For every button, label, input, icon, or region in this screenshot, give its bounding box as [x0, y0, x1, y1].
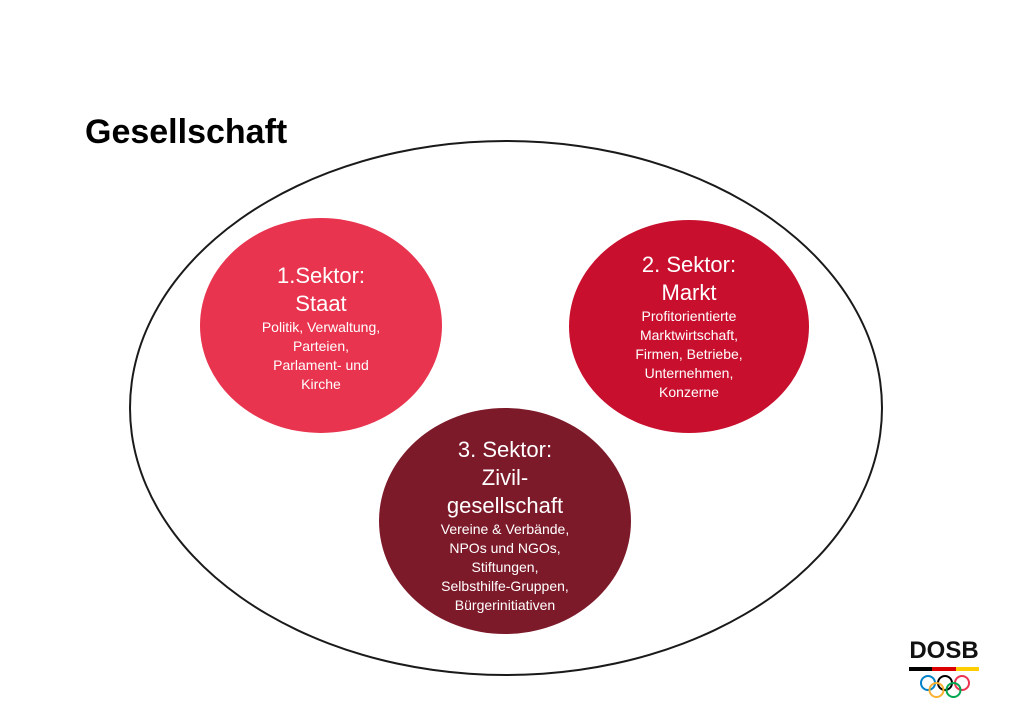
- sector-3-heading-line: 3. Sektor:: [457, 436, 553, 462]
- society-ellipse: [129, 140, 883, 676]
- sector-2-market: 2. Sektor: Markt Profitorientierte Markt…: [569, 220, 809, 433]
- sector-2-heading-line: 2. Sektor:: [641, 252, 737, 277]
- sector-2-heading: 2. Sektor: Markt: [642, 251, 736, 307]
- olympic-rings-icon: [920, 675, 970, 698]
- sector-1-heading: 1.Sektor: Staat: [277, 262, 365, 318]
- sector-3-desc-line: Selbsthilfe-Gruppen,: [441, 577, 569, 594]
- sector-3-desc-line: Vereine & Verbände,: [440, 520, 570, 537]
- sector-2-desc-line: Firmen, Betriebe,: [635, 346, 743, 362]
- sector-2-description: Profitorientierte Marktwirtschaft, Firme…: [635, 307, 742, 402]
- stripe-gold: [955, 667, 979, 671]
- dosb-logo: DOSB: [905, 636, 983, 702]
- ring-green: [945, 682, 962, 698]
- sector-2-desc-line: Profitorientierte: [641, 308, 737, 324]
- sector-1-desc-line: Kirche: [301, 375, 341, 392]
- page-title: Gesellschaft: [85, 113, 288, 151]
- sector-3-description: Vereine & Verbände, NPOs und NGOs, Stift…: [441, 520, 569, 615]
- sector-1-heading-line: Staat: [295, 290, 347, 316]
- sector-3-heading-line: Zivil-: [481, 464, 529, 490]
- sector-1-heading-line: 1.Sektor:: [276, 262, 366, 288]
- sector-3-desc-line: Bürgerinitiativen: [454, 596, 556, 613]
- sector-3-desc-line: NPOs und NGOs,: [449, 539, 561, 556]
- sector-1-desc-line: Parteien,: [292, 337, 350, 354]
- sector-3-desc-line: Stiftungen,: [471, 558, 539, 575]
- german-flag-stripe: [909, 667, 979, 671]
- sector-2-heading-line: Markt: [661, 280, 717, 305]
- sector-1-state: 1.Sektor: Staat Politik, Verwaltung, Par…: [200, 218, 442, 433]
- ring-yellow: [928, 682, 945, 698]
- stripe-black: [909, 667, 933, 671]
- sector-1-description: Politik, Verwaltung, Parteien, Parlament…: [262, 318, 380, 394]
- sector-1-desc-line: Parlament- und: [273, 356, 369, 373]
- sector-2-desc-line: Marktwirtschaft,: [639, 327, 738, 343]
- dosb-logo-text: DOSB: [909, 637, 979, 664]
- sector-2-desc-line: Konzerne: [659, 384, 719, 400]
- stripe-red: [932, 667, 956, 671]
- sector-2-desc-line: Unternehmen,: [644, 365, 734, 381]
- sector-3-civil-society: 3. Sektor: Zivil- gesellschaft Vereine &…: [379, 408, 631, 634]
- sector-1-desc-line: Politik, Verwaltung,: [261, 318, 381, 335]
- sector-3-heading: 3. Sektor: Zivil- gesellschaft: [447, 436, 563, 520]
- sector-3-heading-line: gesellschaft: [446, 492, 564, 518]
